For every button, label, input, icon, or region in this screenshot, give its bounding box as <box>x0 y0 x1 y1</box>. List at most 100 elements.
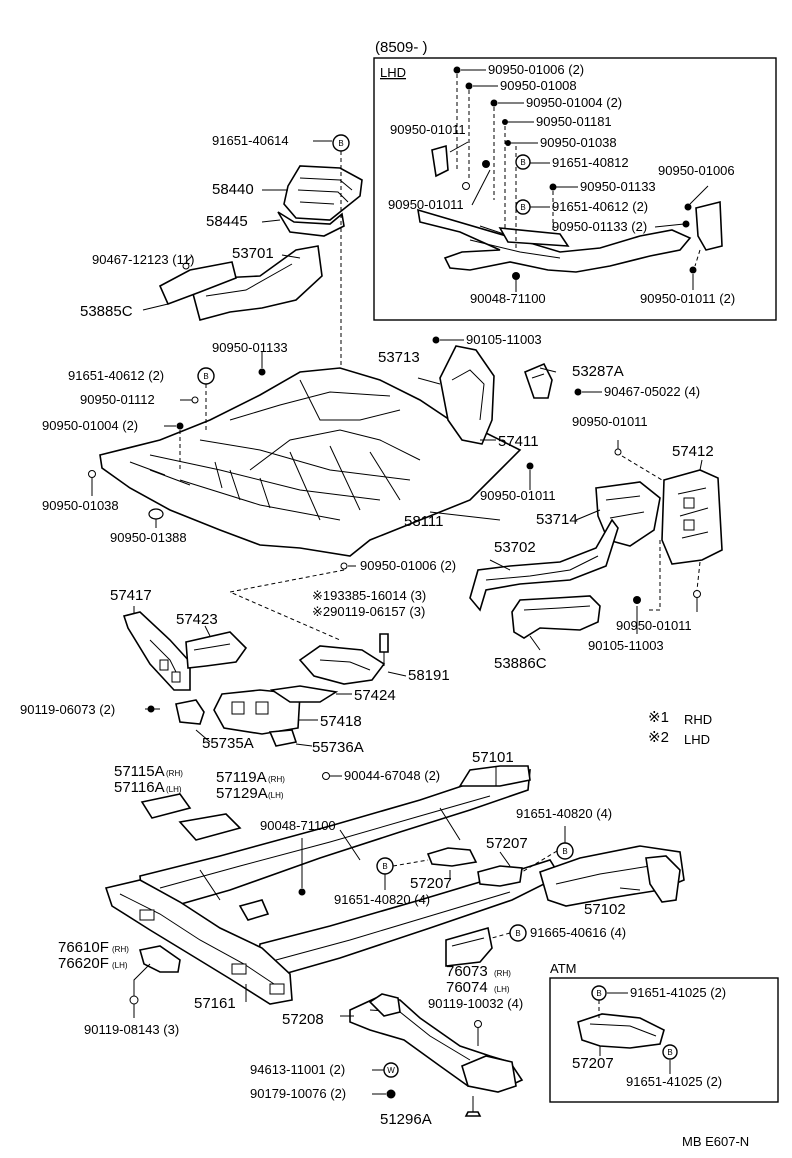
fastener-label: 91651-40820 (4) <box>334 892 430 907</box>
part-number-label: 53886C <box>494 655 547 672</box>
middle-brackets <box>122 606 407 780</box>
floor-reinforcement-b <box>178 813 242 841</box>
fastener-label: 90048-71100 <box>470 291 546 306</box>
fastener-label: 90119-10032 (4) <box>428 996 523 1011</box>
frame-assembly: B B B <box>104 765 685 1018</box>
part-number-label: 57102 <box>584 901 626 918</box>
legend-lhd: LHD <box>684 732 710 747</box>
mount-insulator <box>368 993 401 1017</box>
rh-suffix: (RH) <box>112 945 129 954</box>
fastener-label: 90048-71100 <box>260 818 336 833</box>
fastener-label: ※193385-16014 (3) <box>312 588 426 603</box>
fastener-label: 90950-01038 <box>540 135 617 150</box>
floor-brace-front <box>175 699 205 725</box>
tunnel-cover-group: B <box>261 134 363 370</box>
rh-suffix: (RH) <box>494 969 511 978</box>
part-number-label: 57207 <box>410 875 452 892</box>
wheelhouse-inner-liner <box>511 595 601 639</box>
fastener-label: 91665-40616 (4) <box>530 925 626 940</box>
part-number-label: 55736A <box>312 739 364 756</box>
part-number-label: 57208 <box>282 1011 324 1028</box>
fastener-label: 90950-01011 <box>390 122 466 137</box>
fastener-label: ※290119-06157 (3) <box>312 604 425 619</box>
fastener-label: 90950-01011 <box>572 414 648 429</box>
rear-hanger <box>645 855 681 903</box>
fastener-label: 90950-01008 <box>500 78 577 93</box>
part-number-label: 57119A <box>216 769 267 786</box>
fastener-label: 90950-01011 <box>616 618 692 633</box>
b-mark-symbol: B <box>520 158 525 167</box>
b-mark-symbol: B <box>562 847 567 856</box>
part-number-label: 53287A <box>572 363 624 380</box>
lhd-bracket-left <box>431 144 449 178</box>
rear-side-member <box>191 245 323 321</box>
lh-suffix: (LH) <box>166 785 182 794</box>
lhd-tag: LHD <box>380 65 406 80</box>
part-number-label: 57161 <box>194 995 236 1012</box>
part-number-label: 51296A <box>380 1111 432 1128</box>
lhd-rail-piece <box>498 227 570 247</box>
part-number-label: 57412 <box>672 443 714 460</box>
fastener-label: 90950-01133 (2) <box>552 219 647 234</box>
part-number-label: 57424 <box>354 687 396 704</box>
part-labels: 91651-40614 58440 58445 53701 90467-1212… <box>20 133 749 1149</box>
part-number-label: 58191 <box>408 667 450 684</box>
fastener-label: 91651-40820 (4) <box>516 806 612 821</box>
part-number-label: 57418 <box>320 713 362 730</box>
b-mark-symbol: B <box>338 139 343 148</box>
spare-tire-bracket <box>298 645 386 685</box>
fastener-label: 90950-01112 <box>80 392 155 407</box>
figure-code: MB E607-N <box>682 1134 749 1149</box>
tunnel-insulator <box>283 165 363 221</box>
fastener-label: 90950-01038 <box>42 498 119 513</box>
jack-bracket-b <box>477 865 523 887</box>
lhd-b-marks: B B <box>515 154 531 215</box>
fastener-label: 90950-01006 <box>658 163 735 178</box>
fastener-label: 90950-01006 (2) <box>488 62 584 77</box>
fastener-label: 90950-01011 (2) <box>640 291 735 306</box>
rear-crossmember-bracket <box>122 611 191 691</box>
lh-suffix: (LH) <box>268 791 284 800</box>
fastener-label: 90950-01133 <box>580 179 656 194</box>
rear-floor-pan <box>99 367 522 557</box>
part-number-label: 53702 <box>494 539 536 556</box>
lhd-bracket-right <box>695 200 723 251</box>
lhd-floor-panel <box>417 208 692 273</box>
b-mark-symbol: B <box>667 1048 672 1057</box>
lhd-fastener-dots <box>453 66 697 280</box>
part-number-label: 53714 <box>536 511 578 528</box>
part-number-label: 53701 <box>232 245 274 262</box>
part-number-label: 57417 <box>110 587 152 604</box>
lhd-inset: (8509- ) LHD <box>373 39 777 321</box>
w-mark-symbol: W <box>387 1066 395 1075</box>
fastener-label: 90950-01388 <box>110 530 187 545</box>
fastener-label: 90105-11003 <box>588 638 664 653</box>
part-number-label: 76074 <box>446 979 488 996</box>
fastener-label: 90950-01006 (2) <box>360 558 456 573</box>
floor-reinforcement-a <box>140 793 192 819</box>
fastener-label: 90467-05022 (4) <box>604 384 700 399</box>
b-mark-symbol: B <box>382 862 387 871</box>
legend-rhd: RHD <box>684 712 712 727</box>
fastener-label: 91651-40614 <box>212 133 289 148</box>
fastener-label: 90179-10076 (2) <box>250 1086 346 1101</box>
b-mark-symbol: B <box>203 372 208 381</box>
atm-mount-bracket <box>577 1013 665 1049</box>
transmission-mount-group: W <box>340 993 524 1117</box>
b-mark-symbol: B <box>515 929 520 938</box>
wheelhouse-outer-panel <box>469 518 619 612</box>
b-mark-symbol: B <box>520 203 525 212</box>
part-number-label: 58445 <box>206 213 248 230</box>
jack-support-bracket <box>138 945 181 973</box>
part-number-label: 57101 <box>472 749 514 766</box>
fastener-label: 90105-11003 <box>466 332 542 347</box>
legend-lhd-mark: ※2 <box>648 729 669 746</box>
part-number-label: 53885C <box>80 303 133 320</box>
jack-bracket-a <box>426 847 478 867</box>
crossmember-gusset <box>185 631 248 669</box>
b-mark-symbol: B <box>596 989 601 998</box>
fastener-label: 91651-40812 <box>552 155 629 170</box>
rh-suffix: (RH) <box>268 775 285 784</box>
frame-rear-kick <box>458 765 531 787</box>
fastener-label: 90950-01181 <box>536 114 612 129</box>
